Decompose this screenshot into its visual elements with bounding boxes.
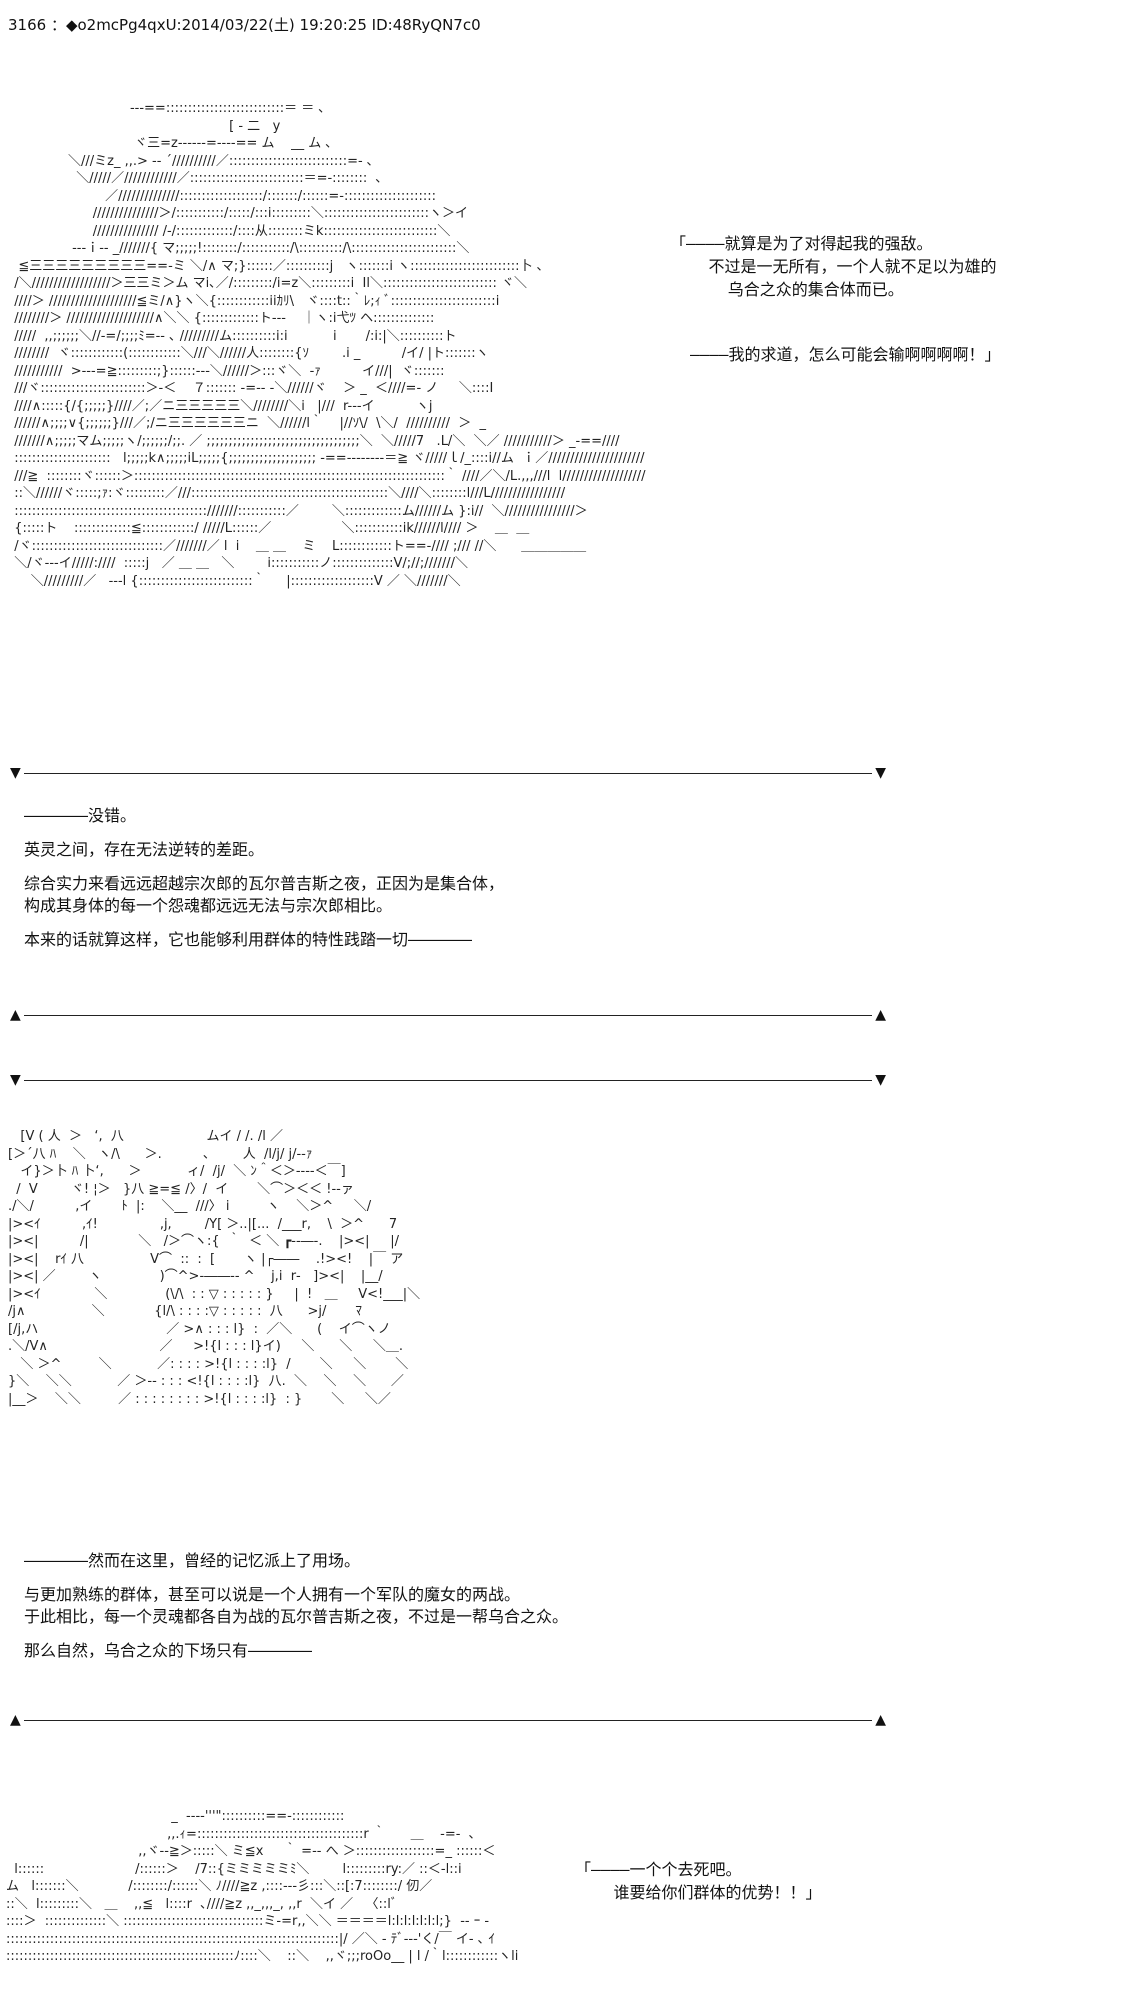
up-arrow-marker: ▲ bbox=[875, 1712, 886, 1728]
divider-line bbox=[24, 773, 872, 774]
up-arrow-marker: ▲ bbox=[10, 1712, 21, 1728]
narration-line: ――――然而在这里，曾经的记忆派上了用场。 bbox=[24, 1551, 361, 1570]
speech-block-1: 「――――就算是为了对得起我的强敌。 不过是一无所有，一个人就不足以为雄的 乌合… bbox=[670, 234, 997, 299]
speech-block-3: 「――――一个个去死吧。 谁要给你们群体的优势！！」 bbox=[575, 1860, 822, 1902]
narration-block-1: ――――没错。 英灵之间，存在无法逆转的差距。 综合实力来看远远超越宗次郎的瓦尔… bbox=[24, 805, 504, 963]
section-divider-down-2: ▼ ▼ bbox=[10, 1072, 886, 1088]
divider-line bbox=[24, 1015, 872, 1016]
narration-line: 那么自然，乌合之众的下场只有―――― bbox=[24, 1641, 313, 1660]
section-divider-down-1: ▼ ▼ bbox=[10, 765, 886, 781]
speech-block-2: ――――我的求道，怎么可能会输啊啊啊啊！」 bbox=[690, 345, 1001, 364]
down-arrow-marker: ▼ bbox=[10, 1072, 21, 1088]
section-divider-up-2: ▲ ▲ bbox=[10, 1712, 886, 1728]
ascii-art-2: [V ( 人 ＞ ‘, 八 ムイ / /. /l ／ [＞´八 ﾊ ＼ ヽ/\ … bbox=[8, 1129, 421, 1407]
narration-line: 综合实力来看远远超越宗次郎的瓦尔普吉斯之夜，正因为是集合体， 构成其身体的每一个… bbox=[24, 874, 505, 915]
ascii-art-3: _ ‐‐‐‐'''"::::::::::==-:::::::::::: ,,.ｨ… bbox=[6, 1809, 519, 1964]
narration-line: ――――没错。 bbox=[24, 806, 137, 825]
narration-block-2: ――――然而在这里，曾经的记忆派上了用场。 与更加熟练的群体，甚至可以说是一个人… bbox=[24, 1550, 568, 1674]
ascii-art-1: ---==:::::::::::::::::::::::::::＝ ＝ ､ [ … bbox=[14, 101, 646, 589]
divider-line bbox=[24, 1720, 872, 1721]
up-arrow-marker: ▲ bbox=[875, 1007, 886, 1023]
narration-line: 与更加熟练的群体，甚至可以说是一个人拥有一个军队的魔女的两战。 于此相比，每一个… bbox=[24, 1585, 569, 1626]
divider-line bbox=[24, 1080, 872, 1081]
narration-line: 本来的话就算这样，它也能够利用群体的特性践踏一切―――― bbox=[24, 930, 473, 949]
up-arrow-marker: ▲ bbox=[10, 1007, 21, 1023]
down-arrow-marker: ▼ bbox=[875, 765, 886, 781]
down-arrow-marker: ▼ bbox=[10, 765, 21, 781]
narration-line: 英灵之间，存在无法逆转的差距。 bbox=[24, 840, 265, 859]
post-header: 3166 ：◆o2mcPg4qxU:2014/03/22(土) 19:20:25… bbox=[8, 16, 481, 34]
down-arrow-marker: ▼ bbox=[875, 1072, 886, 1088]
section-divider-up-1: ▲ ▲ bbox=[10, 1007, 886, 1023]
